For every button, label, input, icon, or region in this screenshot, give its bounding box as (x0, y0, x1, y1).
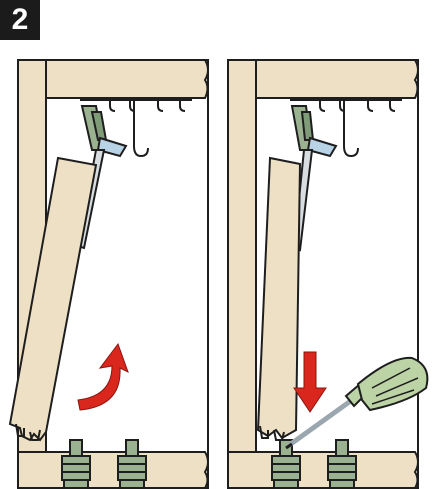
bottom-clip-right (117, 439, 147, 489)
drawer-front-panel-right (256, 156, 302, 440)
hooks-row-right (290, 99, 402, 158)
screwdriver-icon (285, 356, 429, 450)
cabinet-top-rail (18, 59, 209, 99)
cabinet-side-wall-right (227, 59, 257, 489)
cabinet-top-rail-right (228, 59, 419, 99)
bottom-clip-left (61, 439, 91, 489)
cabinet-bottom-rail-right (227, 451, 419, 489)
large-hook-icon (133, 100, 149, 158)
cabinet-bottom-rail (17, 451, 209, 489)
large-hook-icon-right (343, 100, 359, 158)
step-number-badge: 2 (0, 0, 40, 40)
curved-up-arrow-icon (77, 342, 129, 411)
down-arrow-icon (293, 351, 327, 413)
left-illustration (8, 59, 209, 489)
hooks-row (80, 99, 192, 158)
bottom-clip-left-right-panel (271, 439, 301, 489)
right-illustration (227, 59, 429, 489)
bottom-clip-right-right-panel (327, 439, 357, 489)
